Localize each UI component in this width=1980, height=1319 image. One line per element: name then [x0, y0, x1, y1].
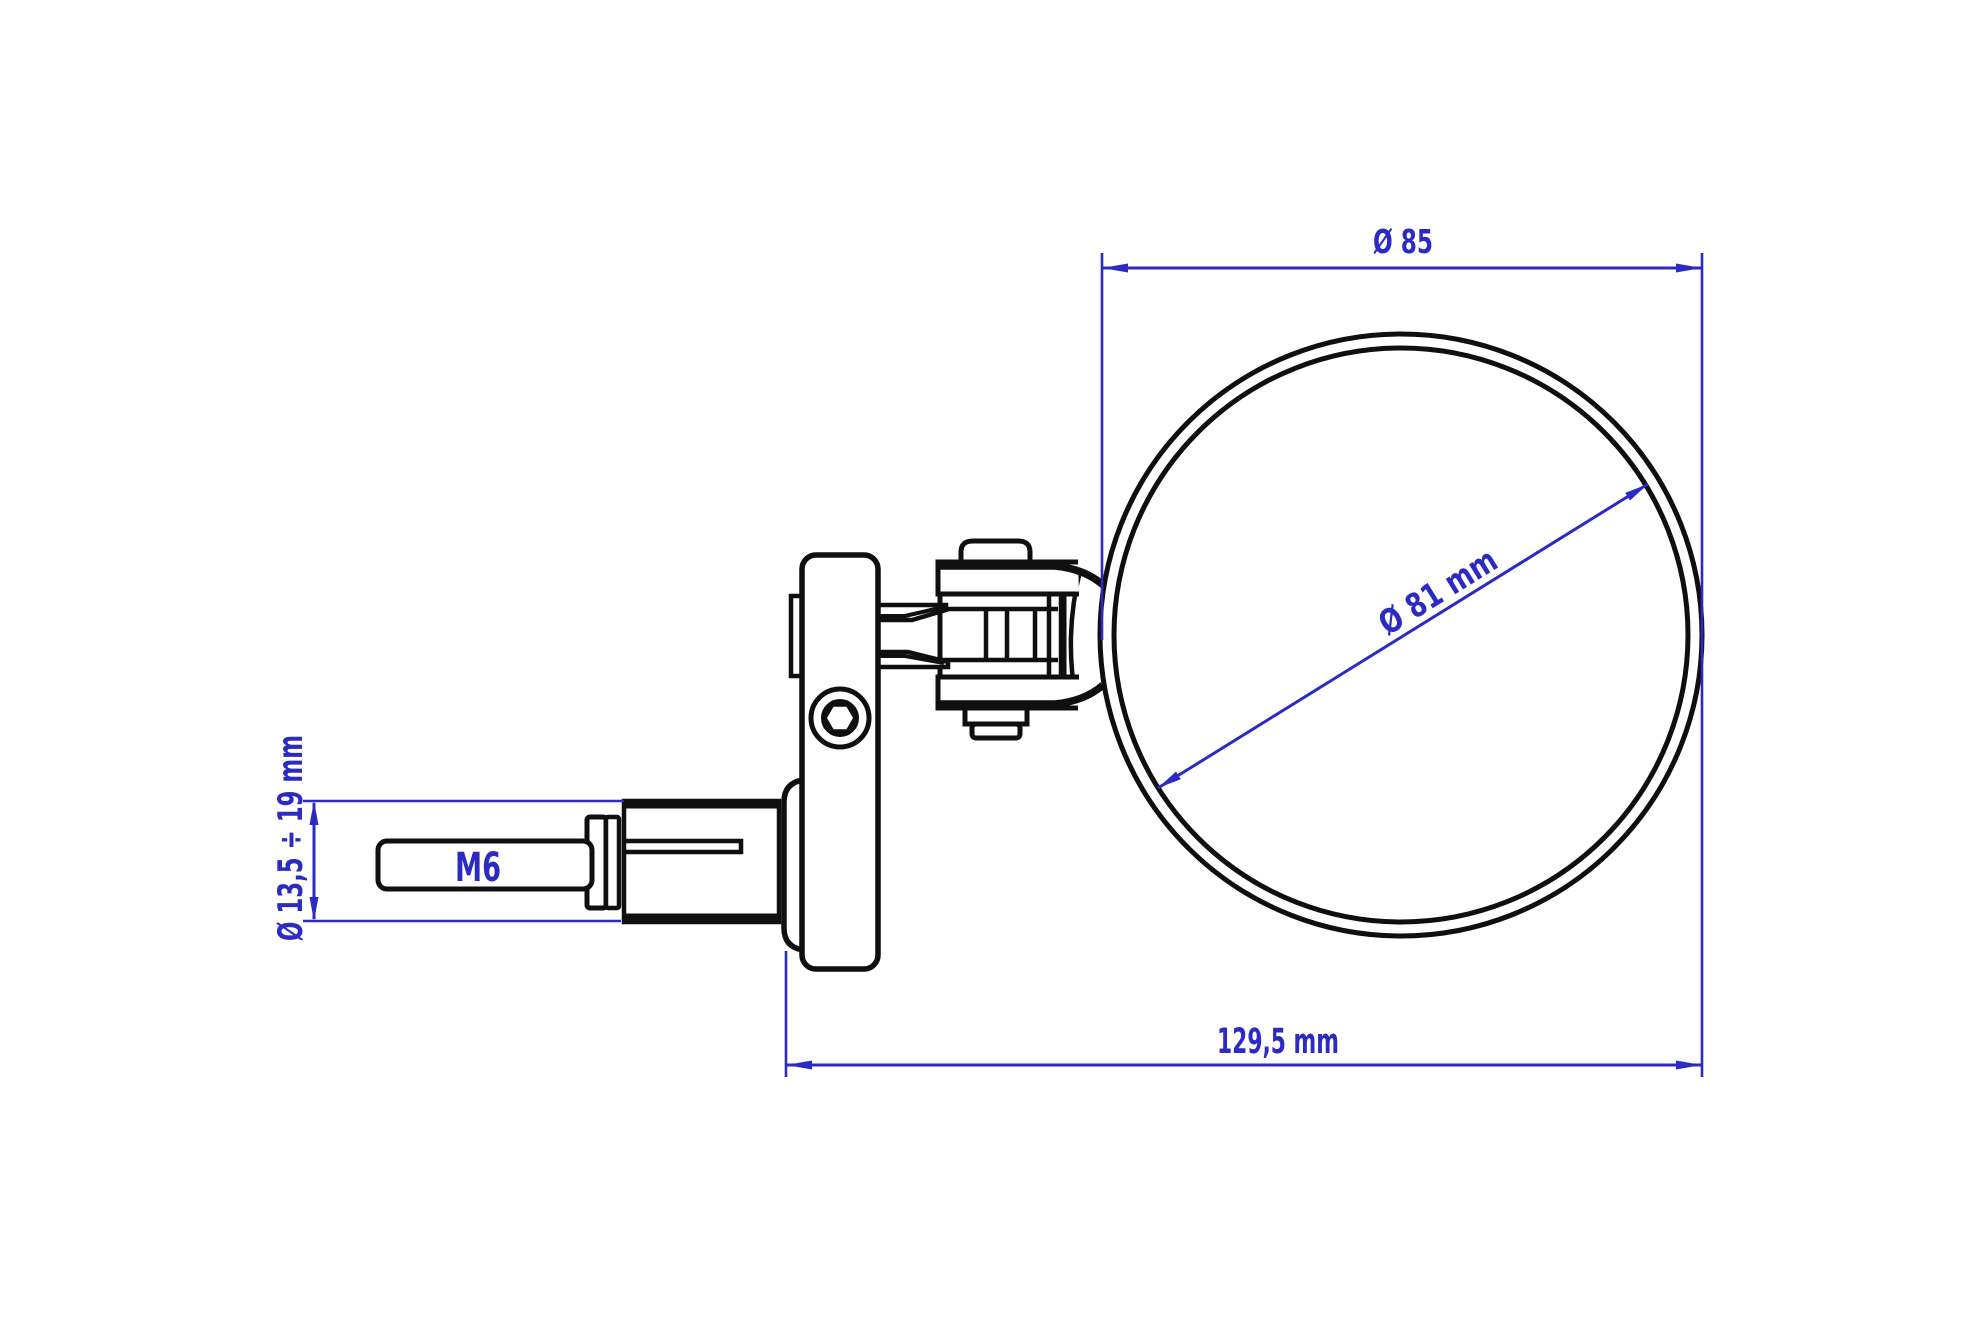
clevis-block-details — [942, 596, 1064, 675]
dim-overall-length — [784, 951, 1702, 1077]
label-thread-size: M6 — [455, 845, 501, 891]
dim81-arrow-lower — [1158, 771, 1181, 788]
washer-inner — [603, 814, 622, 911]
dimclamp-arrow-down — [309, 897, 319, 921]
mount-body — [799, 552, 881, 972]
fork-lower-facet — [877, 654, 945, 665]
mount-body-group — [781, 552, 881, 972]
label-overall-length: 129,5 mm — [1217, 1022, 1339, 1062]
label-clamp-range: Ø 13,5 ÷ 19 mm — [271, 735, 311, 941]
dim129-arrow-left — [786, 1060, 812, 1070]
body-rear-flange — [781, 777, 804, 953]
dim81-line — [1157, 482, 1649, 790]
label-glass-diameter: Ø 81 mm — [1371, 540, 1504, 643]
m6-bolt-shaft — [375, 838, 595, 892]
dim-clamp-range — [303, 799, 624, 923]
mirror-glass-edge — [1111, 345, 1691, 925]
dim129-arrow-right — [1676, 1060, 1702, 1070]
label-outer-diameter: Ø 85 — [1373, 222, 1433, 261]
dimension-labels: Ø 85 Ø 81 mm Ø 13,5 ÷ 19 mm 129,5 mm M6 — [271, 222, 1504, 1062]
dim-glass-diameter — [1157, 482, 1649, 790]
clevis-nut-collar — [969, 721, 1023, 741]
pivot-arm-fork — [874, 602, 951, 670]
dim85-arrow-right — [1676, 263, 1702, 273]
clevis-dome-cap — [958, 538, 1033, 566]
pivot-clevis — [935, 538, 1106, 741]
clevis-bottom-edge — [938, 682, 1106, 708]
dim-outer-diameter — [1100, 253, 1704, 1077]
dim85-arrow-left — [1102, 263, 1128, 273]
clamp-group — [375, 798, 782, 925]
fork-upper-facet — [877, 605, 945, 618]
clevis-block — [937, 591, 1067, 680]
expander-barrel — [621, 798, 782, 925]
dimension-annotations — [303, 253, 1704, 1077]
socket-screw-hex — [822, 703, 858, 733]
barrel-slot — [624, 838, 744, 855]
dim81-arrow-upper — [1625, 484, 1648, 501]
clevis-top-edge — [938, 562, 1106, 588]
dimclamp-arrow-up — [309, 801, 319, 825]
